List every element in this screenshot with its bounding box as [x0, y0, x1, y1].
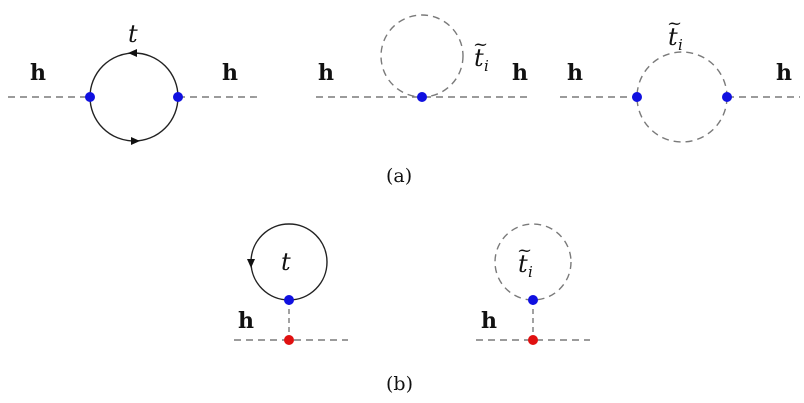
stop-label-index: i [484, 57, 489, 75]
stop-label-base: t [518, 250, 528, 278]
higgs-label-left: h [318, 60, 334, 86]
vertex-left [85, 92, 95, 102]
stop-label-base: t [668, 23, 678, 51]
top-label: t [281, 248, 291, 276]
higgs-label-left: h [30, 60, 46, 86]
caption-a: (a) [386, 165, 412, 187]
diagram-a3-stop-bubble: h h t ~ i [560, 13, 800, 143]
top-loop [89, 52, 179, 142]
stop-label-index: i [528, 263, 533, 281]
stop-loop [380, 14, 464, 98]
caption-b: (b) [386, 373, 413, 395]
higgs-label-right: h [512, 60, 528, 86]
higgs-label-left: h [567, 60, 583, 86]
stop-label-base: t [474, 44, 484, 72]
vertex-trilinear [528, 335, 538, 345]
stop-label-index: i [678, 36, 683, 54]
vertex-loop [528, 295, 538, 305]
stop-label-tilde: ~ [473, 34, 488, 55]
loop-arrow-top-icon [128, 49, 137, 57]
vertex-quartic [417, 92, 427, 102]
loop-arrow-bottom-icon [131, 137, 140, 145]
vertex-trilinear [284, 335, 294, 345]
vertex-loop [284, 295, 294, 305]
stop-loop [494, 223, 572, 301]
stop-label-tilde: ~ [517, 240, 532, 261]
diagram-a1-top-loop: h h t [8, 20, 262, 145]
loop-arrow-icon [247, 259, 255, 268]
vertex-right [722, 92, 732, 102]
top-label: t [128, 20, 138, 48]
higgs-label: h [238, 308, 254, 334]
stop-label-tilde: ~ [667, 13, 682, 34]
diagram-a2-stop-seagull: h h t ~ i [316, 14, 532, 102]
higgs-label-right: h [776, 60, 792, 86]
diagram-b1-top-tadpole: h t [234, 223, 348, 345]
vertex-right [173, 92, 183, 102]
stop-loop [636, 51, 728, 143]
diagram-b2-stop-tadpole: h t ~ i [476, 223, 590, 345]
vertex-left [632, 92, 642, 102]
higgs-label: h [481, 308, 497, 334]
higgs-label-right: h [222, 60, 238, 86]
